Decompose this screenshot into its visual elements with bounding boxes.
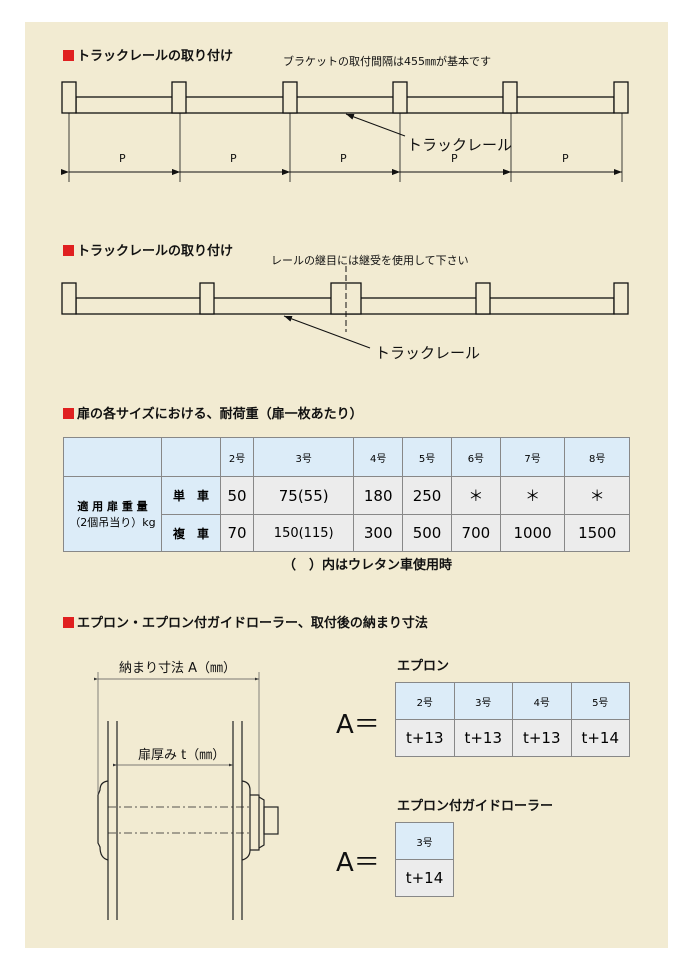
- red-square-icon: [63, 408, 74, 419]
- guide-title: エプロン付ガイドローラー: [397, 799, 554, 814]
- section1-title-text: トラックレールの取り付け: [77, 49, 234, 64]
- section3-title: 扉の各サイズにおける、耐荷重（扉一枚あたり）: [63, 403, 363, 422]
- red-square-icon: [63, 50, 74, 61]
- cell: ＊: [499, 476, 566, 515]
- pitch-label: P: [119, 152, 126, 165]
- section4-title-text: エプロン・エプロン付ガイドローラー、取付後の納まり寸法: [77, 616, 428, 631]
- guide-table: 3号 t+14: [395, 822, 454, 897]
- cell: 700: [450, 514, 501, 552]
- cell: t+14: [570, 719, 630, 757]
- header-cell: 5号: [402, 437, 452, 477]
- cell: 1000: [499, 514, 566, 552]
- header-cell: 6号: [450, 437, 501, 477]
- section1-title: トラックレールの取り付け: [63, 45, 233, 64]
- row-group-label: 適 用 扉 重 量 （2個吊当り）kg: [63, 476, 162, 552]
- section1-rail-label: トラックレール: [407, 136, 513, 154]
- header-cell: 4号: [353, 437, 404, 477]
- door-thickness-label: 扉厚み t（㎜）: [138, 748, 226, 763]
- pitch-label: P: [451, 152, 458, 165]
- header-cell: 7号: [499, 437, 566, 477]
- apron-title: エプロン: [397, 659, 450, 674]
- header-cell: 5号: [570, 682, 630, 720]
- header-cell: 3号: [453, 682, 513, 720]
- guide-formula: A＝: [336, 848, 380, 878]
- row-label: 単 車: [161, 476, 221, 515]
- apron-formula: A＝: [336, 710, 380, 740]
- cell: 250: [402, 476, 452, 515]
- red-square-icon: [63, 245, 74, 256]
- cell: 50: [219, 476, 255, 515]
- cell: 1500: [564, 514, 630, 552]
- header-cell: 2号: [219, 437, 255, 477]
- section2-rail-label: トラックレール: [375, 344, 481, 362]
- cell: 500: [402, 514, 452, 552]
- section4-title: エプロン・エプロン付ガイドローラー、取付後の納まり寸法: [63, 612, 428, 631]
- apron-drawing: [93, 672, 279, 920]
- rail-diagram-1: [61, 81, 629, 182]
- header-cell: 4号: [512, 682, 572, 720]
- row-label-line: 適 用 扉 重 量: [77, 500, 148, 513]
- row-label: 複 車: [161, 514, 221, 552]
- pitch-label: P: [230, 152, 237, 165]
- section2-title-text: トラックレールの取り付け: [77, 244, 234, 259]
- row-label-line: （2個吊当り）kg: [69, 516, 156, 529]
- table-note: （ ）内はウレタン車使用時: [283, 558, 453, 573]
- cell: ＊: [564, 476, 630, 515]
- cell: t+13: [512, 719, 572, 757]
- cell: t+13: [395, 719, 455, 757]
- dimension-a-label: 納まり寸法 A（㎜）: [119, 661, 237, 676]
- cell: 300: [353, 514, 404, 552]
- cell: 180: [353, 476, 404, 515]
- header-cell: 3号: [395, 822, 454, 860]
- rail-diagram-2: [61, 266, 629, 349]
- section2-title: トラックレールの取り付け: [63, 240, 233, 259]
- cell: t+13: [453, 719, 513, 757]
- header-cell: 8号: [564, 437, 630, 477]
- section3-title-text: 扉の各サイズにおける、耐荷重（扉一枚あたり）: [77, 407, 363, 422]
- cell: t+14: [395, 859, 454, 897]
- cell: ＊: [450, 476, 501, 515]
- pitch-label: P: [340, 152, 347, 165]
- cell: 70: [219, 514, 255, 552]
- pitch-label: P: [562, 152, 569, 165]
- cell: 150(115): [253, 514, 355, 552]
- red-square-icon: [63, 617, 74, 628]
- cell: 75(55): [253, 476, 355, 515]
- header-cell: 2号: [395, 682, 455, 720]
- header-cell: 3号: [253, 437, 355, 477]
- section2-note: レールの継目には継受を使用して下さい: [271, 254, 469, 267]
- section1-note: ブラケットの取付間隔は455㎜が基本です: [283, 55, 491, 68]
